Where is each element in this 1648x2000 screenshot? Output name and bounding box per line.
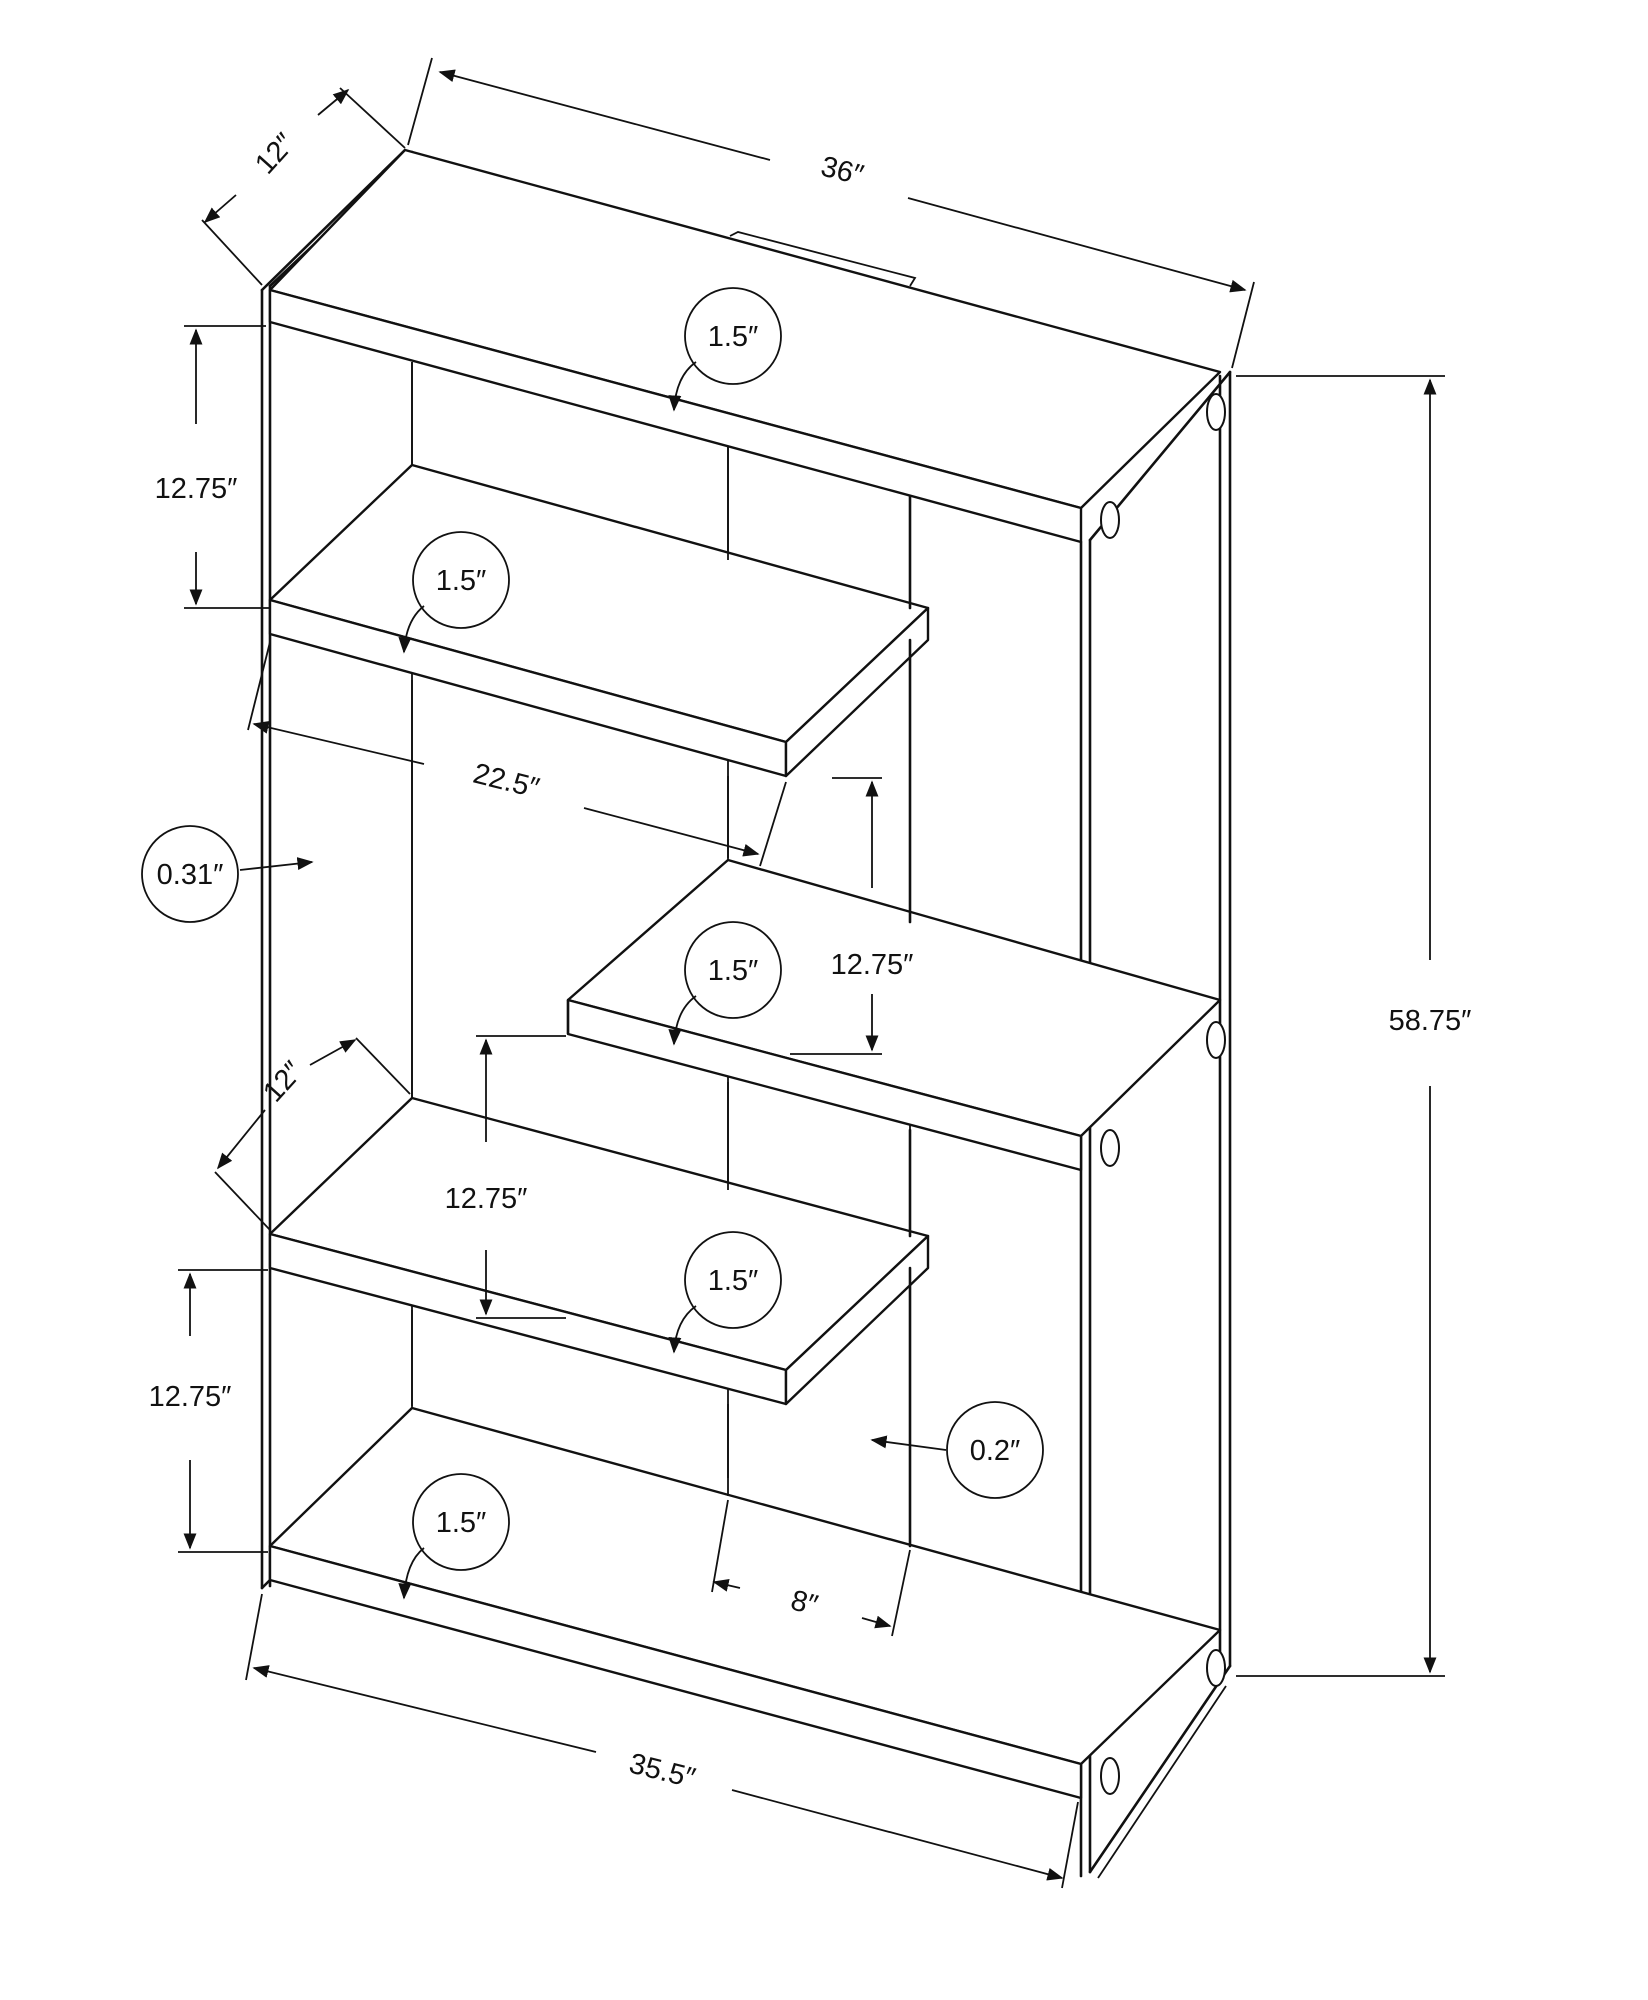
callout-top-shelf xyxy=(668,287,782,412)
label-shelf-width: 22.5″ xyxy=(470,758,542,805)
label-height-total: 58.75″ xyxy=(1389,1005,1472,1037)
upper-left-shelf xyxy=(268,463,930,778)
label-glass-side-thickness: 0.31″ xyxy=(157,859,224,891)
knob xyxy=(1100,1757,1120,1795)
mounting-knobs xyxy=(1100,393,1226,1795)
knob xyxy=(1100,1129,1120,1167)
bottom-shelf xyxy=(268,1406,1222,1800)
knob xyxy=(1206,1649,1226,1687)
bookcase xyxy=(260,148,1232,1879)
callouts xyxy=(141,287,1044,1600)
back-dividers xyxy=(411,362,912,1548)
callout-bottom-shelf xyxy=(398,1473,510,1600)
label-width-top: 36″ xyxy=(818,151,867,192)
label-spacing-bottom-left: 12.75″ xyxy=(149,1381,232,1413)
knob xyxy=(1100,501,1120,539)
label-middle-right-shelf-thickness: 1.5″ xyxy=(708,955,759,987)
callout-lower-left-shelf xyxy=(668,1231,782,1354)
label-back-panel-thickness: 0.2″ xyxy=(970,1435,1021,1467)
label-spacing-middle-left: 12.75″ xyxy=(445,1183,528,1215)
callout-glass-side xyxy=(141,825,314,923)
middle-right-shelf xyxy=(566,858,1222,1172)
knob xyxy=(1206,393,1226,431)
dimension-lines xyxy=(178,57,1445,1889)
label-lower-left-shelf-thickness: 1.5″ xyxy=(708,1265,759,1297)
left-glass-panel xyxy=(260,148,414,1590)
knob xyxy=(1206,1021,1226,1059)
label-spacing-top-left: 12.75″ xyxy=(155,473,238,505)
label-depth-shelf: 12″ xyxy=(257,1055,309,1108)
callout-middle-right-shelf xyxy=(668,921,782,1046)
callout-upper-left-shelf xyxy=(398,531,510,654)
callout-back-panel xyxy=(870,1401,1044,1499)
label-bottom-shelf-thickness: 1.5″ xyxy=(436,1507,487,1539)
label-width-bottom: 35.5″ xyxy=(626,1748,698,1795)
label-spacing-middle-right: 12.75″ xyxy=(831,949,914,981)
label-top-shelf-thickness: 1.5″ xyxy=(708,321,759,353)
label-upper-left-shelf-thickness: 1.5″ xyxy=(436,565,487,597)
label-depth-top: 12″ xyxy=(249,127,301,180)
lower-left-shelf xyxy=(268,1096,930,1406)
